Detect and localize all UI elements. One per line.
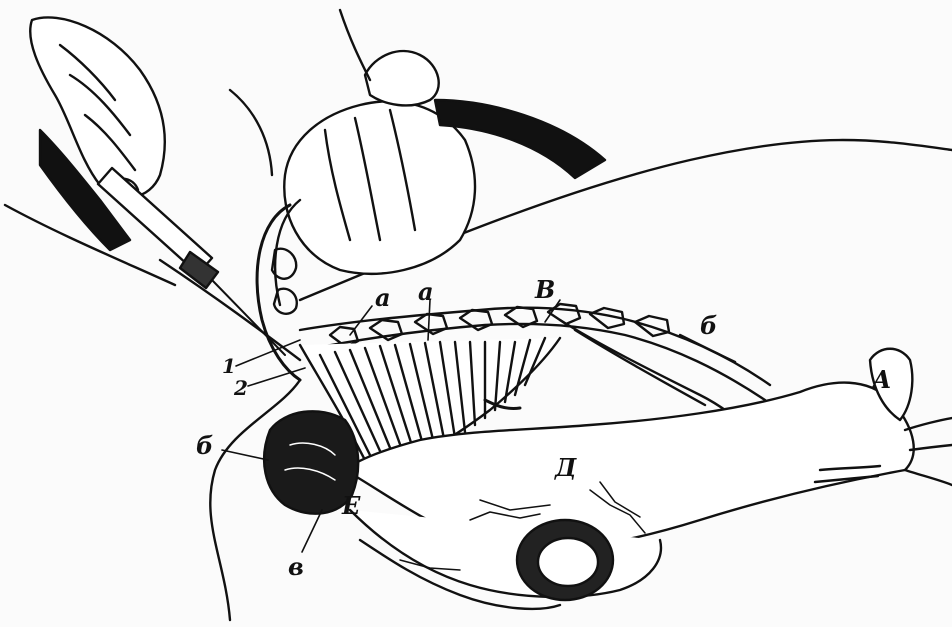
flank-outline (160, 260, 300, 360)
label-b-left: б (196, 434, 213, 458)
label-2: 2 (234, 378, 248, 398)
syringe-hand (5, 17, 175, 285)
label-A: А (872, 368, 892, 392)
label-1: 1 (222, 356, 236, 376)
label-b-upper: б (700, 314, 717, 338)
label-a-2: a (418, 280, 434, 304)
label-D: Д (555, 456, 576, 480)
label-V: В (535, 278, 555, 302)
label-a-1: a (375, 286, 391, 310)
fist-hand (230, 10, 475, 274)
label-v: в (288, 555, 304, 579)
label-E: Е (342, 494, 360, 518)
